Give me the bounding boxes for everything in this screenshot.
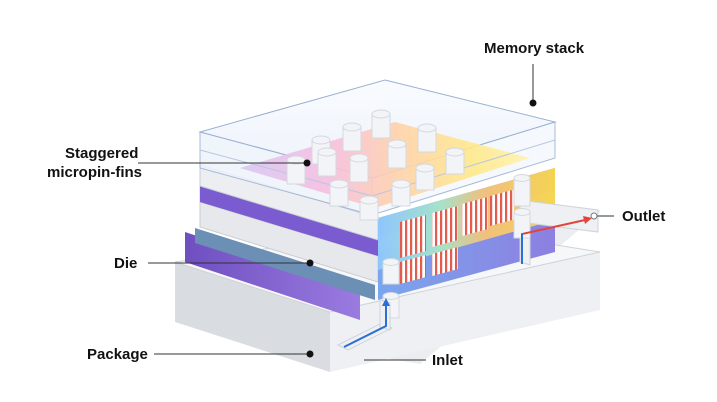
label-package: Package (87, 346, 148, 363)
micropin-fins (286, 109, 531, 319)
label-staggered-line2: micropin-fins (47, 164, 142, 181)
label-die: Die (114, 255, 137, 272)
die-callout (148, 259, 314, 267)
package-callout (154, 350, 314, 358)
micropin-fin-walls (400, 189, 514, 284)
label-staggered-line1: Staggered (65, 145, 138, 162)
memory-stack-callout (529, 64, 537, 107)
label-outlet: Outlet (622, 208, 665, 225)
outlet-callout (590, 212, 614, 220)
inlet-arrow (343, 298, 390, 348)
label-memory-stack: Memory stack (484, 40, 585, 57)
staggered-callout (138, 159, 311, 167)
label-inlet: Inlet (432, 352, 463, 369)
